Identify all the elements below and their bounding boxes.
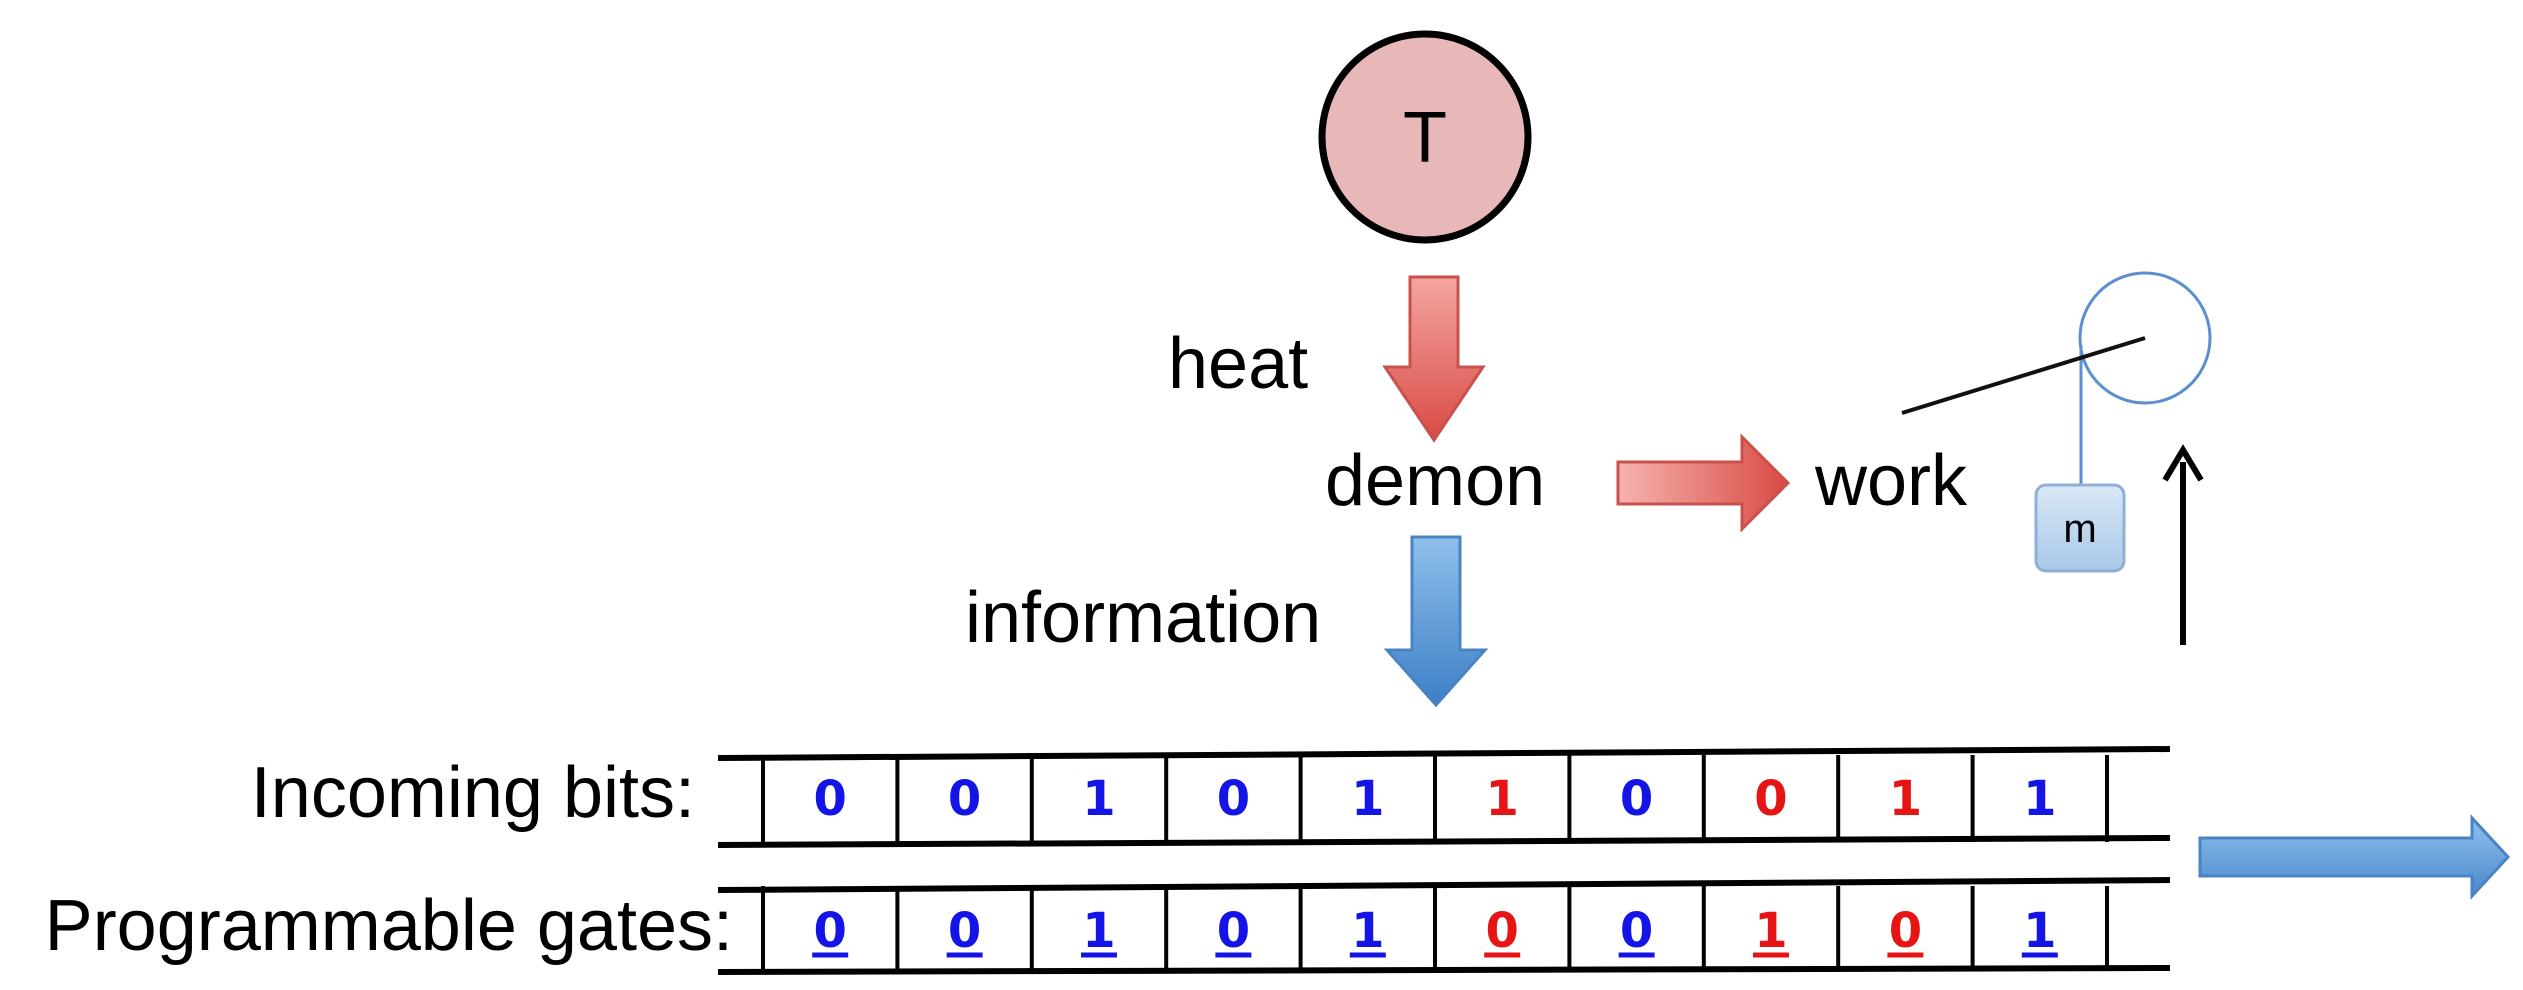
tape-bit: 1 [1754, 903, 1787, 959]
tape-bit: 0 [948, 771, 981, 827]
tape-bit: 0 [813, 903, 846, 959]
incoming-bits-label: Incoming bits: [251, 753, 695, 833]
programmable-gates-label: Programmable gates: [45, 886, 733, 966]
tape-bit: 0 [1889, 903, 1922, 959]
temperature-reservoir: T [1318, 30, 1532, 244]
mass-label: m [2063, 507, 2096, 551]
heat-arrow [1382, 275, 1486, 443]
tape-bit: 0 [1754, 771, 1787, 827]
tape-bit: 0 [813, 771, 846, 827]
information-arrow [1383, 535, 1489, 708]
tape-bit: 0 [948, 903, 981, 959]
tape-bit: 0 [1620, 771, 1653, 827]
work-label: work [1814, 441, 1968, 521]
information-label: information [965, 578, 1321, 658]
demon-label: demon [1325, 441, 1545, 521]
reservoir-label: T [1403, 98, 1447, 178]
tape-bit: 1 [1889, 771, 1922, 827]
reservoir-circle [1318, 30, 1532, 244]
heat-label: heat [1168, 324, 1308, 404]
tape-bit: 1 [1082, 903, 1115, 959]
lift-up-arrow [2162, 444, 2204, 645]
tape-bit: 0 [1485, 903, 1518, 959]
tape-bit: 0 [1620, 903, 1653, 959]
tape-bit: 1 [2023, 771, 2056, 827]
output-arrow [2198, 814, 2511, 900]
incoming-bits-tape: 0 0 1 0 1 1 0 0 1 1 [717, 746, 2171, 848]
pulley-system: m [1901, 271, 2212, 573]
lever-bar [1901, 336, 2146, 415]
tape-bit: 1 [1351, 903, 1384, 959]
programmable-gates-tape: 0 0 1 0 1 0 0 1 0 1 [717, 877, 2171, 975]
tape-bit: 0 [1217, 903, 1250, 959]
tape-bit: 0 [1217, 771, 1250, 827]
tape-bit: 1 [1485, 771, 1518, 827]
pulley-wheel [2078, 271, 2212, 405]
tape-bit: 1 [1082, 771, 1115, 827]
tape-bit: 1 [1351, 771, 1384, 827]
work-arrow [1616, 433, 1791, 533]
tape-bit: 1 [2023, 903, 2056, 959]
mass-block [2034, 483, 2126, 573]
